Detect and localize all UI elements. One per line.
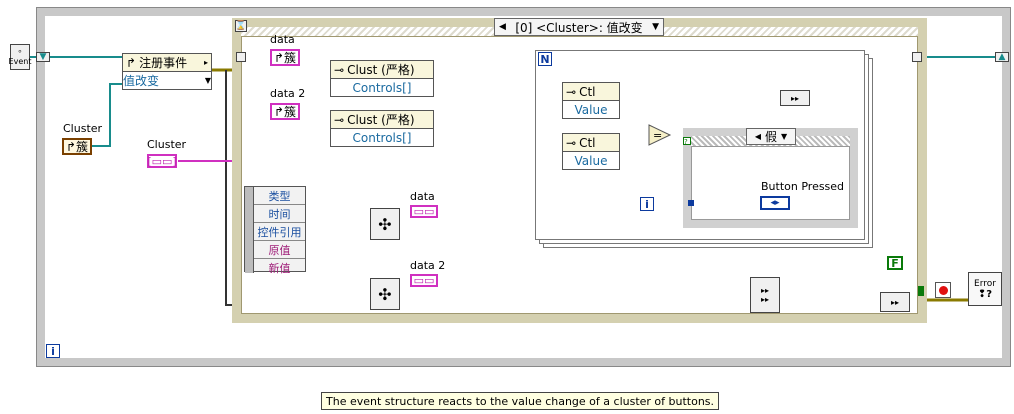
property-value: Value <box>574 102 608 117</box>
button-pressed-indicator[interactable]: ◂▸ <box>760 196 790 210</box>
cluster-ctrl-label: Cluster <box>147 138 187 151</box>
merge-errors-node-2[interactable]: ▸▸▸▸ <box>750 277 780 313</box>
event-case-text: [0] <Cluster>: 值改变 <box>515 20 643 35</box>
stop-condition-terminal[interactable] <box>935 282 951 298</box>
cluster-ref-value: 簇 <box>76 140 89 154</box>
data2-out-label: data 2 <box>410 259 446 272</box>
property-icon: ⊸ <box>566 135 577 150</box>
decrement-arrow-icon[interactable]: ◀ <box>754 132 761 141</box>
event-case-selector[interactable]: ◀ [0] <Cluster>: 值改变 ▼ <box>494 18 664 36</box>
dynamic-event-terminal-out <box>912 52 922 62</box>
property-ctl-class: Ctl <box>579 135 596 150</box>
cluster-ref-label: Cluster <box>63 122 103 135</box>
event-timeout-icon: ⌛ <box>235 20 247 32</box>
data2-ref-indicator[interactable]: ↱簇 <box>270 103 300 120</box>
while-iteration-terminal: i <box>46 344 60 358</box>
property-controls: Controls[] <box>352 80 412 95</box>
property-ctl-class: Ctl <box>579 84 596 99</box>
data-ref-indicator[interactable]: ↱簇 <box>270 49 300 66</box>
register-event-type: 值改变 <box>123 74 160 88</box>
event-data-ctlref[interactable]: 控件引用 <box>254 223 305 241</box>
property-icon: ⊸ <box>334 62 345 77</box>
expand-icon: ▸ <box>203 58 208 67</box>
case-selector[interactable]: ◀ 假 ▼ <box>746 128 796 145</box>
event-registration-terminal[interactable]: ᵒ Event <box>8 44 32 70</box>
button-pressed-label: Button Pressed <box>761 180 845 193</box>
cluster-control-terminal[interactable]: [▭▭] <box>147 154 177 168</box>
property-controls: Controls[] <box>352 130 412 145</box>
property-icon: ⊸ <box>334 112 345 127</box>
warning-icon: ❢? <box>977 288 993 300</box>
case-selector-text: 假 <box>764 130 777 144</box>
data2-out-indicator[interactable]: ▭▭ <box>410 274 438 287</box>
for-loop-iteration-terminal: i <box>640 197 654 211</box>
diagram-caption: The event structure reacts to the value … <box>321 392 720 410</box>
property-node-clust-1[interactable]: ⊸Clust (严格) Controls[] <box>330 60 434 97</box>
property-node-ctl-1[interactable]: ⊸Ctl Value <box>562 82 620 119</box>
property-node-class: Clust (严格) <box>347 113 415 127</box>
event-icon: ᵒ <box>18 48 22 57</box>
data-out-indicator[interactable]: ▭▭ <box>410 205 438 218</box>
event-terminal-label: Event <box>8 57 32 66</box>
property-node-class: Clust (严格) <box>347 63 415 77</box>
to-variant-node-2[interactable]: ✣ <box>370 278 400 310</box>
event-data-node[interactable]: 类型 时间 控件引用 原值 新值 <box>244 186 306 275</box>
property-node-clust-2[interactable]: ⊸Clust (严格) Controls[] <box>330 110 434 147</box>
equal-comparator[interactable]: = <box>648 124 672 146</box>
shift-register-right-icon: ▲ <box>995 52 1009 62</box>
data2-ref-label: data 2 <box>270 87 306 100</box>
event-data-handle <box>245 187 254 273</box>
property-value: Value <box>574 153 608 168</box>
for-loop-count-terminal: N <box>538 52 552 66</box>
ref-icon: ↱ <box>273 104 285 119</box>
data-out-label: data <box>410 190 435 203</box>
case-tunnel <box>688 200 694 206</box>
dropdown-arrow-icon[interactable]: ▼ <box>652 22 659 32</box>
while-loop[interactable] <box>36 7 1011 367</box>
data2-ref-value: 簇 <box>284 105 297 119</box>
merge-errors-node-1[interactable]: ▸▸ <box>780 90 810 106</box>
register-icon: ↱ <box>126 55 137 70</box>
cluster-ref-constant[interactable]: ↱簇 <box>62 138 92 155</box>
data-ref-label: data <box>270 33 295 46</box>
property-icon: ⊸ <box>566 84 577 99</box>
ref-icon: ↱ <box>65 139 77 154</box>
ref-icon: ↱ <box>273 50 285 65</box>
simple-error-handler[interactable]: Error ❢? <box>968 272 1002 306</box>
to-variant-node-1[interactable]: ✣ <box>370 208 400 240</box>
event-data-newval[interactable]: 新值 <box>268 261 291 275</box>
stop-icon <box>938 285 948 295</box>
merge-errors-node-3[interactable]: ▸▸ <box>880 292 910 312</box>
event-data-oldval[interactable]: 原值 <box>254 241 305 259</box>
data-ref-value: 簇 <box>284 51 297 65</box>
event-data-type[interactable]: 类型 <box>254 187 305 205</box>
register-node-title: 注册事件 <box>139 56 188 70</box>
stop-tunnel <box>918 286 924 296</box>
case-selector-terminal: ? <box>683 137 691 146</box>
event-data-time[interactable]: 时间 <box>254 205 305 223</box>
shift-register-left-icon: ▼ <box>36 52 50 62</box>
register-events-node[interactable]: ↱注册事件 ▸ 值改变 ▼ <box>122 53 212 90</box>
dropdown-icon: ▼ <box>204 76 211 85</box>
equal-icon: = <box>653 129 662 142</box>
property-node-ctl-2[interactable]: ⊸Ctl Value <box>562 133 620 170</box>
false-constant[interactable]: F <box>887 256 903 270</box>
error-handler-label: Error <box>974 278 996 289</box>
dynamic-event-terminal-in <box>236 52 246 62</box>
decrement-arrow-icon[interactable]: ◀ <box>499 22 506 32</box>
dropdown-arrow-icon[interactable]: ▼ <box>781 132 788 141</box>
